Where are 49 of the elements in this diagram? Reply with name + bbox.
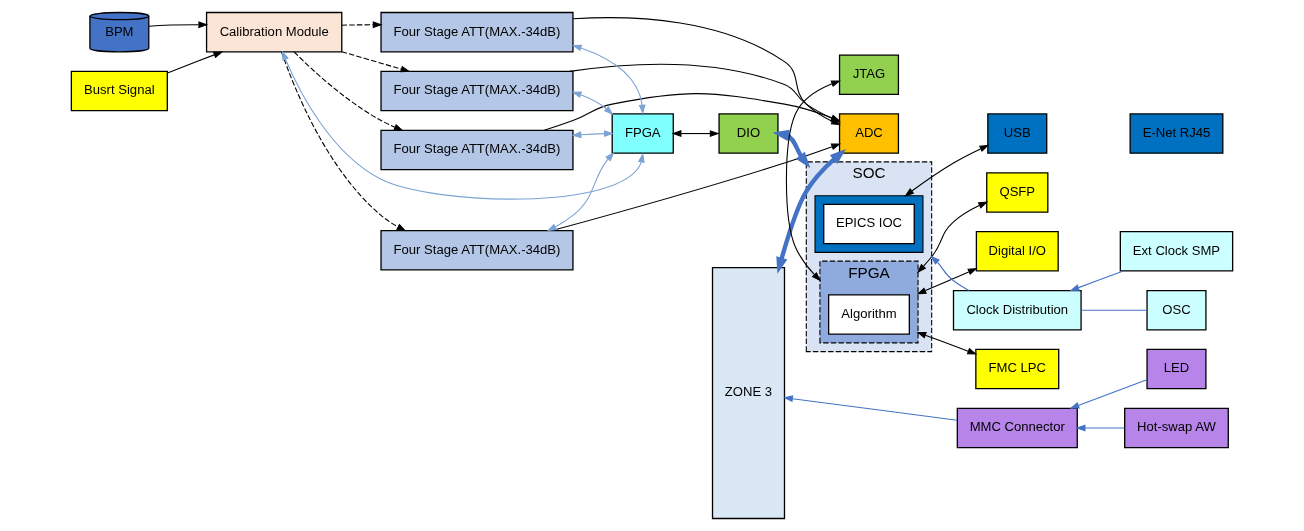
arrow — [166, 51, 224, 74]
node-box: Algorithm — [828, 294, 910, 335]
arrow — [916, 201, 989, 274]
node-box: DIO — [718, 113, 779, 154]
node-box: Digital I/O — [975, 231, 1059, 272]
node-box: Ext Clock SMP — [1119, 231, 1234, 272]
arrow — [904, 144, 990, 197]
arrow — [293, 51, 404, 131]
node-box: FMC LPC — [975, 348, 1060, 390]
arrow — [281, 51, 407, 232]
connector — [1080, 309, 1148, 311]
node-box: ADC — [838, 113, 900, 154]
arrow — [772, 129, 811, 169]
arrow — [546, 151, 615, 232]
arrow — [1069, 379, 1148, 409]
node-box: JTAG — [838, 54, 900, 95]
node-box: Four Stage ATT(MAX.-34dB) — [380, 70, 574, 112]
node-box: USB — [987, 113, 1048, 154]
node-box: Four Stage ATT(MAX.-34dB) — [380, 229, 574, 271]
arrow — [916, 268, 978, 295]
node-box: MMC Connector — [956, 407, 1078, 449]
arrow — [783, 395, 958, 421]
node-box: FPGA — [611, 113, 674, 154]
node-box: Hot-swap AW — [1124, 407, 1229, 449]
node-box: EPICS IOC — [823, 203, 915, 245]
node-box: Four Stage ATT(MAX.-34dB) — [380, 129, 574, 171]
arrow — [1069, 270, 1124, 292]
node-box: QSFP — [986, 172, 1049, 213]
arrow — [148, 21, 209, 29]
arrow — [571, 91, 614, 116]
node-box: Four Stage ATT(MAX.-34dB) — [380, 11, 574, 53]
node-box: Busrt Signal — [70, 70, 168, 112]
node-box: Calibration Module — [205, 11, 343, 53]
node-box: E-Net RJ45 — [1129, 113, 1224, 154]
arrow — [341, 51, 411, 73]
arrow — [916, 331, 978, 355]
arrow — [776, 148, 847, 274]
arrow — [671, 130, 720, 137]
node-box: Clock Distribution — [952, 289, 1082, 331]
node-box: ZONE 3 — [711, 267, 786, 520]
arrow — [1075, 424, 1125, 432]
arrow — [281, 50, 645, 200]
arrow — [341, 21, 383, 29]
node-box: LED — [1146, 348, 1207, 390]
arrow — [930, 255, 970, 291]
arrow — [571, 44, 646, 115]
arrow — [571, 130, 614, 139]
node-box: OSC — [1146, 289, 1207, 331]
cluster — [814, 195, 924, 253]
